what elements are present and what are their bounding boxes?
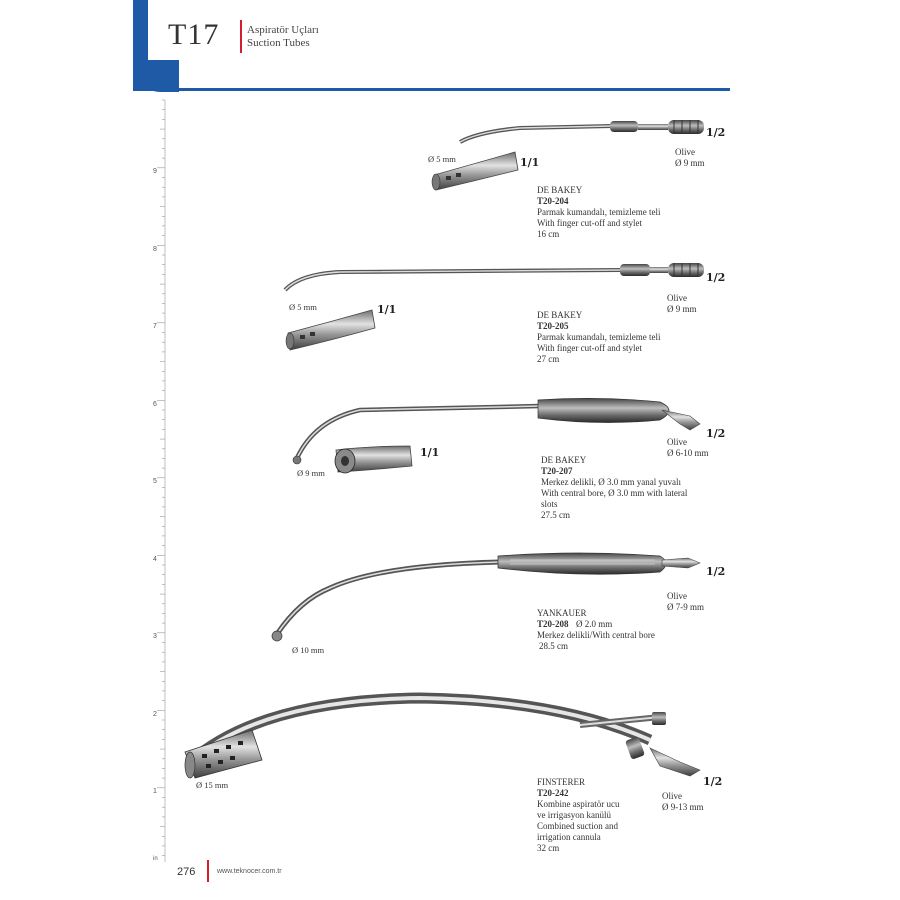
code-t20-204: T20-204 — [537, 196, 569, 206]
footer-url-link[interactable]: www.teknocer.com.tr — [217, 868, 282, 875]
code-extra-t20-208: Ø 2.0 mm — [576, 619, 613, 629]
desc-t20-204-line1: Parmak kumandalı, temizleme teli — [537, 207, 661, 217]
ruler-label: 3 — [153, 633, 157, 640]
instrument-t20-204 — [431, 120, 704, 191]
tip-diameter-t20-204: Ø 5 mm — [428, 154, 456, 164]
brand-t20-207: DE BAKEY — [541, 455, 587, 465]
olive-label-t20-205: Olive — [667, 293, 687, 303]
desc-t20-207-line1: Merkez delikli, Ø 3.0 mm yanal yuvalı — [541, 477, 681, 487]
page-number: 276 — [177, 866, 196, 878]
scale-main-t20-204: 1/2 — [706, 126, 726, 139]
desc-t20-242-line4: irrigation cannula — [537, 832, 601, 842]
desc-t20-204-line3: 16 cm — [537, 229, 560, 239]
code-t20-242: T20-242 — [537, 788, 569, 798]
desc-t20-208-line1: Merkez delikli/With central bore — [537, 630, 655, 640]
ruler-label: 5 — [153, 478, 157, 485]
instrument-t20-242 — [184, 692, 701, 779]
tip-diameter-t20-207: Ø 9 mm — [297, 468, 325, 478]
desc-t20-205-line2: With finger cut-off and stylet — [537, 343, 642, 353]
scale-detail-t20-207: 1/1 — [420, 446, 440, 459]
ruler-label: 1 — [153, 788, 157, 795]
scale-main-t20-242: 1/2 — [703, 775, 723, 788]
title-divider — [240, 20, 242, 53]
desc-t20-242-line5: 32 cm — [537, 843, 560, 853]
olive-size-t20-205: Ø 9 mm — [667, 304, 697, 314]
code-t20-208: T20-208 — [537, 619, 569, 629]
brand-t20-208: YANKAUER — [537, 608, 587, 618]
olive-label-t20-242: Olive — [662, 791, 682, 801]
instrument-t20-208 — [271, 552, 701, 642]
ruler-label: 7 — [153, 323, 157, 330]
section-code: T17 — [168, 18, 220, 51]
brand-t20-204: DE BAKEY — [537, 185, 583, 195]
ruler-label: 2 — [153, 710, 157, 718]
section-title-en: Suction Tubes — [247, 37, 310, 49]
olive-size-t20-242: Ø 9-13 mm — [662, 802, 704, 812]
scale-main-t20-205: 1/2 — [706, 271, 726, 284]
footer-divider — [207, 860, 209, 882]
desc-t20-207-line2: With central bore, Ø 3.0 mm with lateral — [541, 488, 688, 498]
olive-label-t20-207: Olive — [667, 437, 687, 447]
instrument-t20-205 — [283, 263, 704, 351]
olive-size-t20-207: Ø 6-10 mm — [667, 448, 709, 458]
ruler-label: 9 — [153, 168, 157, 175]
desc-t20-205-line1: Parmak kumandalı, temizleme teli — [537, 332, 661, 342]
ruler-label: 6 — [153, 400, 157, 408]
olive-label-t20-204: Olive — [675, 147, 695, 157]
instrument-t20-207 — [292, 398, 701, 474]
section-title-tr: Aspiratör Uçları — [247, 24, 319, 36]
brand-t20-242: FINSTERER — [537, 777, 586, 787]
brand-t20-205: DE BAKEY — [537, 310, 583, 320]
scale-detail-t20-205: 1/1 — [377, 303, 397, 316]
ruler-label: 4 — [153, 555, 157, 563]
tip-diameter-t20-205: Ø 5 mm — [289, 302, 317, 312]
ruler-label: 8 — [153, 245, 157, 253]
desc-t20-208-line2: 28.5 cm — [539, 641, 568, 651]
code-t20-207: T20-207 — [541, 466, 573, 476]
scale-detail-t20-204: 1/1 — [520, 156, 540, 169]
olive-size-t20-204: Ø 9 mm — [675, 158, 705, 168]
desc-t20-207-line4: 27.5 cm — [541, 510, 570, 520]
desc-t20-242-line2: ve irrigasyon kanülü — [537, 810, 611, 820]
desc-t20-242-line1: Kombine aspiratör ucu — [537, 799, 620, 809]
code-t20-205: T20-205 — [537, 321, 569, 331]
desc-t20-205-line3: 27 cm — [537, 354, 560, 364]
header-rule — [133, 88, 730, 91]
desc-t20-207-line3: slots — [541, 499, 558, 509]
desc-t20-204-line2: With finger cut-off and stylet — [537, 218, 642, 228]
olive-size-t20-208: Ø 7-9 mm — [667, 602, 704, 612]
tip-diameter-t20-242: Ø 15 mm — [196, 780, 229, 790]
scale-main-t20-208: 1/2 — [706, 565, 726, 578]
olive-label-t20-208: Olive — [667, 591, 687, 601]
tip-diameter-t20-208: Ø 10 mm — [292, 645, 325, 655]
ruler-unit: in — [153, 856, 158, 862]
scale-main-t20-207: 1/2 — [706, 427, 726, 440]
desc-t20-242-line3: Combined suction and — [537, 821, 618, 831]
